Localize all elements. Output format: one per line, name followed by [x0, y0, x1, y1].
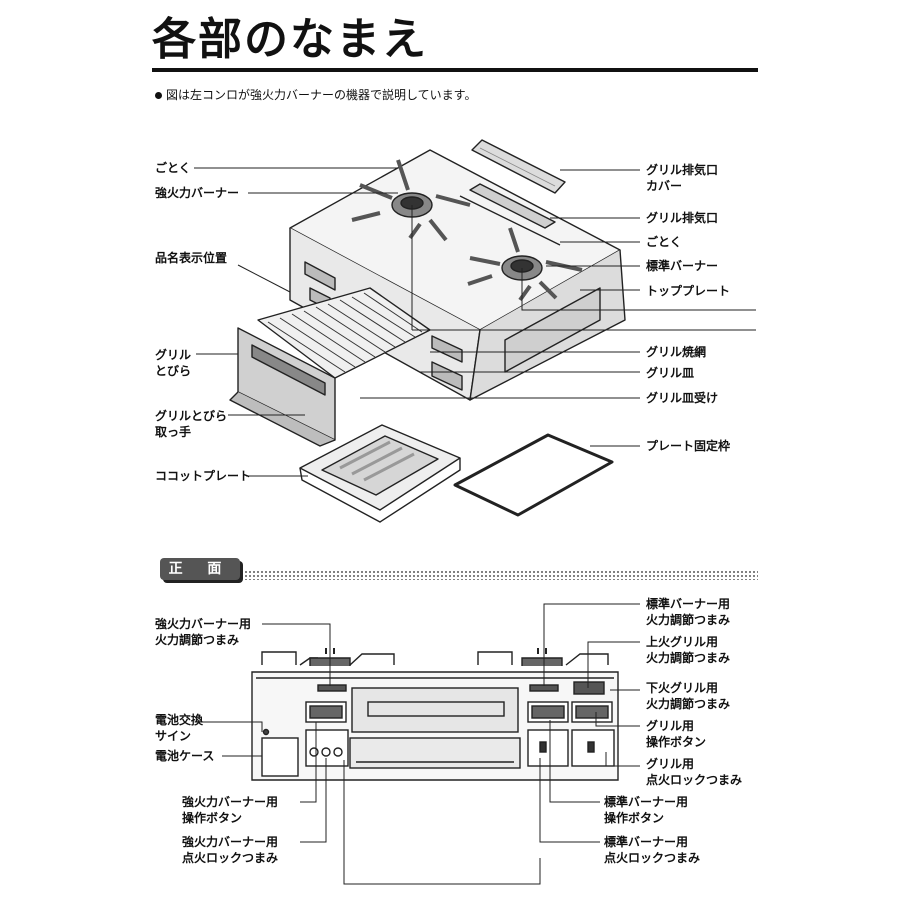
note-text: 図は左コンロが強火力バーナーの機器で説明しています。 — [166, 88, 477, 102]
plate-fixing-frame-shape — [453, 433, 614, 517]
note: 図は左コンロが強火力バーナーの機器で説明しています。 — [155, 86, 476, 103]
label-standard-button: 標準バーナー用 操作ボタン — [604, 795, 689, 825]
label-product-name-position: 品名表示位置 — [155, 251, 228, 265]
label-grill-tray-holder: グリル皿受け — [646, 391, 719, 405]
label-standard-heat-knob: 標準バーナー用 火力調節つまみ — [646, 597, 731, 627]
label-grill-door: グリル とびら — [155, 348, 192, 378]
label-gotoku-right: ごとく — [646, 235, 682, 249]
label-strong-lock: 強火力バーナー用 点火ロックつまみ — [182, 835, 279, 865]
section-dotted-band — [244, 570, 758, 580]
label-grill-net: グリル焼網 — [646, 345, 707, 359]
leader-lines-top — [194, 167, 756, 477]
label-grill-exhaust: グリル排気口 — [646, 211, 719, 225]
section-front-label: 正 面 — [168, 561, 232, 577]
label-battery-sign: 電池交換 サイン — [155, 713, 204, 743]
leader-lines-front — [196, 603, 640, 885]
label-standard-lock: 標準バーナー用 点火ロックつまみ — [604, 835, 701, 865]
label-plate-fixing-frame: プレート固定枠 — [646, 439, 731, 453]
label-cocotte-plate: ココットプレート — [155, 469, 252, 483]
label-grill-exhaust-cover: グリル排気口 カバー — [646, 163, 719, 193]
label-battery-case: 電池ケース — [155, 749, 215, 763]
bullet-icon — [155, 92, 162, 99]
label-grill-door-handle: グリルとびら 取っ手 — [155, 409, 228, 439]
section-front-tab: 正 面 — [160, 558, 240, 580]
label-top-plate: トッププレート — [646, 284, 731, 298]
label-strong-heat-knob: 強火力バーナー用 火力調節つまみ — [155, 617, 252, 647]
label-upper-grill-knob: 上火グリル用 火力調節つまみ — [646, 635, 731, 665]
label-strong-button: 強火力バーナー用 操作ボタン — [182, 795, 279, 825]
label-lower-grill-knob: 下火グリル用 火力調節つまみ — [646, 681, 731, 711]
grill-exhaust-shape — [469, 183, 556, 229]
label-strong-burner: 強火力バーナー — [155, 186, 240, 200]
page-title: 各部のなまえ — [152, 14, 428, 65]
title-underline — [152, 68, 758, 72]
label-grill-button: グリル用 操作ボタン — [646, 719, 707, 749]
grill-exhaust-cover-shape — [471, 139, 566, 194]
grill-drawer-shape — [229, 287, 431, 447]
stove-body — [289, 149, 626, 401]
label-grill-tray: グリル皿 — [646, 366, 695, 380]
front-view-art — [251, 648, 619, 781]
label-gotoku-left: ごとく — [155, 161, 191, 175]
strong-burner-shape — [351, 159, 471, 242]
label-grill-lock: グリル用 点火ロックつまみ — [646, 757, 743, 787]
label-standard-burner: 標準バーナー — [646, 259, 719, 273]
